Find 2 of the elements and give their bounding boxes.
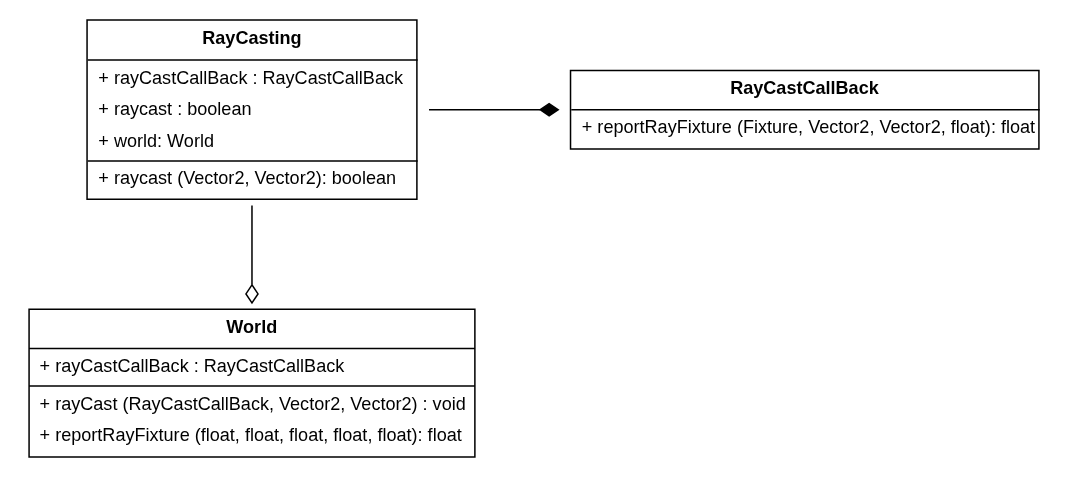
connector: [244, 204, 259, 305]
connector: [427, 102, 560, 117]
